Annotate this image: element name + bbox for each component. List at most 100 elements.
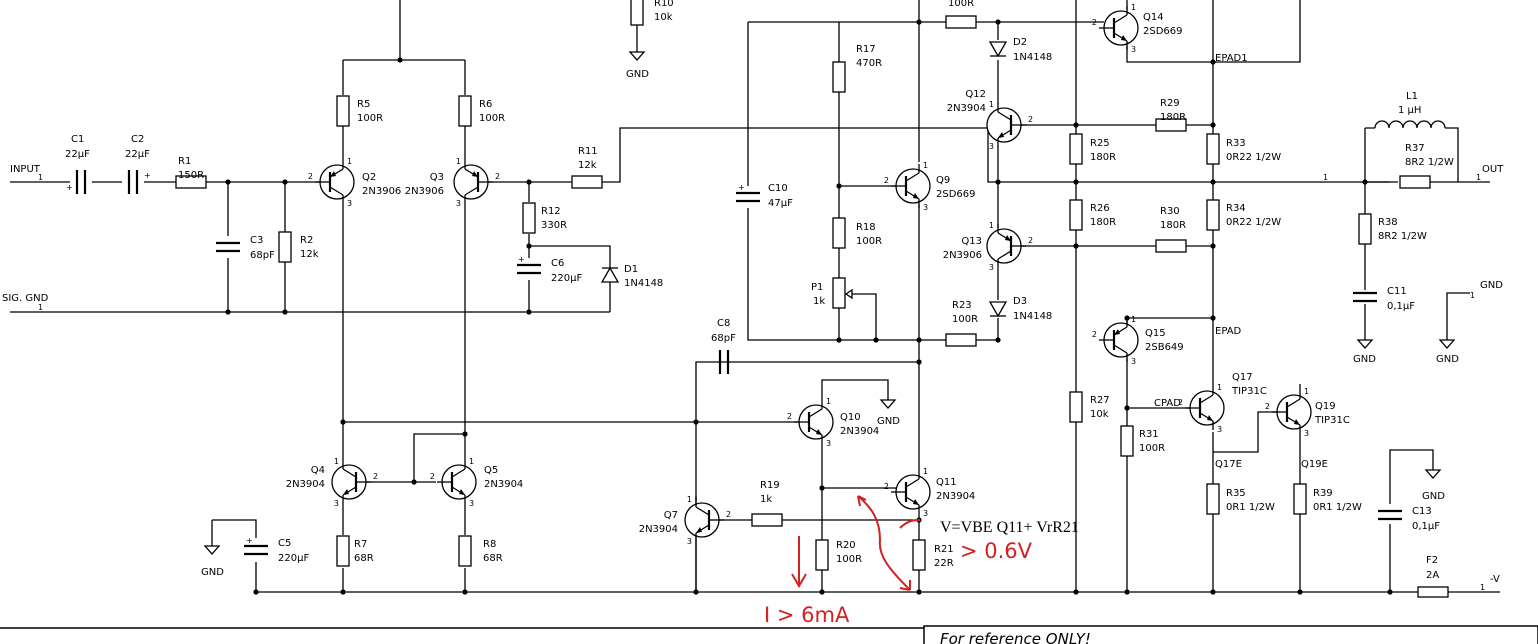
resistor-ref: R35 [1226, 488, 1246, 499]
transistor-ref: Q13 [961, 236, 982, 247]
resistor-ref: R2 [300, 235, 313, 246]
resistor-value: 180R [1160, 220, 1186, 231]
junction-dot [1387, 589, 1393, 595]
base-pin-number: 2 [308, 172, 313, 181]
svg-text:D2: D2 [1013, 37, 1027, 48]
svg-text:C5: C5 [278, 538, 291, 549]
svg-text:+: + [738, 183, 745, 192]
svg-text:1k: 1k [813, 296, 825, 307]
transistor-value: 2N3906 [362, 186, 401, 197]
resistor-value: 68R [354, 553, 374, 564]
resistor-ref: R38 [1378, 217, 1398, 228]
transistor-ref: Q4 [311, 465, 325, 476]
port-sig-gnd: SIG. GND [2, 293, 49, 304]
junction-dot [253, 589, 259, 595]
svg-text:C13: C13 [1412, 506, 1432, 517]
formula-annotation: V=VBE Q11+ VrR21 [940, 519, 1079, 536]
diode-d3 [988, 301, 1008, 318]
junction-dot [462, 589, 468, 595]
resistor-value: 100R [856, 236, 882, 247]
svg-text:GND: GND [877, 416, 900, 427]
port-labels: INPUT SIG. GND OUT -V GND 1 1 1 1 1 1 [2, 164, 1504, 592]
svg-text:47µF: 47µF [768, 198, 793, 209]
junction-dots [225, 19, 1393, 595]
transistor-value: 2N3904 [840, 426, 879, 437]
resistor-value: 180R [1160, 112, 1186, 123]
annotation-overlay: V=VBE Q11+ VrR21 > 0.6V I > 6mA [764, 495, 1079, 627]
wires [10, 0, 1500, 593]
resistor-value: 0R22 1/2W [1226, 217, 1281, 228]
svg-text:1: 1 [1323, 173, 1328, 182]
transistor-value: 2SD669 [936, 189, 976, 200]
collector-pin-number: 1 [923, 467, 928, 476]
resistor-ref: R19 [760, 480, 780, 491]
transistor-ref: Q14 [1143, 12, 1164, 23]
resistor-value: 100R [1139, 443, 1165, 454]
resistor-ref: R39 [1313, 488, 1333, 499]
net-labels: EPAD1 EPAD CPAD Q17E Q19E [1154, 53, 1328, 470]
threshold-annotation: > 0.6V [960, 539, 1033, 563]
emitter-pin-number: 3 [1131, 357, 1136, 366]
ground-labels: GND GND GND GND GND GND [201, 69, 1459, 578]
svg-text:GND: GND [1422, 491, 1445, 502]
collector-pin-number: 1 [334, 457, 339, 466]
junction-dot [1073, 122, 1079, 128]
collector-pin-number: 1 [1304, 387, 1309, 396]
transistor-layer: 213Q22N3906213Q32N3906213Q42N3904213Q52N… [286, 3, 1350, 546]
collector-pin-number: 1 [469, 457, 474, 466]
port-out: OUT [1482, 164, 1504, 175]
resistor-ref: R21 [934, 544, 954, 555]
junction-dot [819, 485, 825, 491]
resistor-value: 12k [300, 249, 319, 260]
svg-text:1: 1 [38, 303, 43, 312]
resistor-ref: R30 [1160, 206, 1180, 217]
junction-dot [1297, 589, 1303, 595]
base-pin-number: 2 [495, 172, 500, 181]
transistor-ref: Q10 [840, 412, 861, 423]
resistor-value: 0R1 1/2W [1226, 502, 1275, 513]
svg-text:1: 1 [1470, 291, 1475, 300]
resistor-ref: R27 [1090, 395, 1110, 406]
ground-symbols [203, 51, 1456, 555]
resistor-value: 10k [654, 12, 673, 23]
svg-text:0,1µF: 0,1µF [1412, 521, 1440, 532]
transistor-ref: Q11 [936, 477, 957, 488]
svg-text:22µF: 22µF [125, 149, 150, 160]
resistor-ref: R6 [479, 99, 492, 110]
emitter-pin-number: 3 [826, 439, 831, 448]
junction-dot [340, 589, 346, 595]
svg-text:C10: C10 [768, 183, 788, 194]
resistor-ref: R7 [354, 539, 367, 550]
resistor-r35: R35 0R1 1/2W [1206, 483, 1275, 515]
emitter-pin-number: 3 [1131, 45, 1136, 54]
junction-dot [526, 243, 532, 249]
svg-text:+: + [518, 255, 525, 264]
emitter-pin-number: 3 [989, 142, 994, 151]
junction-dot [995, 179, 1001, 185]
resistor-ref: R17 [856, 44, 876, 55]
collector-pin-number: 1 [1131, 3, 1136, 12]
resistor-value: 100R [952, 314, 978, 325]
resistor-ref: R8 [483, 539, 496, 550]
junction-dot [819, 589, 825, 595]
transistor-value: 2N3904 [947, 103, 986, 114]
